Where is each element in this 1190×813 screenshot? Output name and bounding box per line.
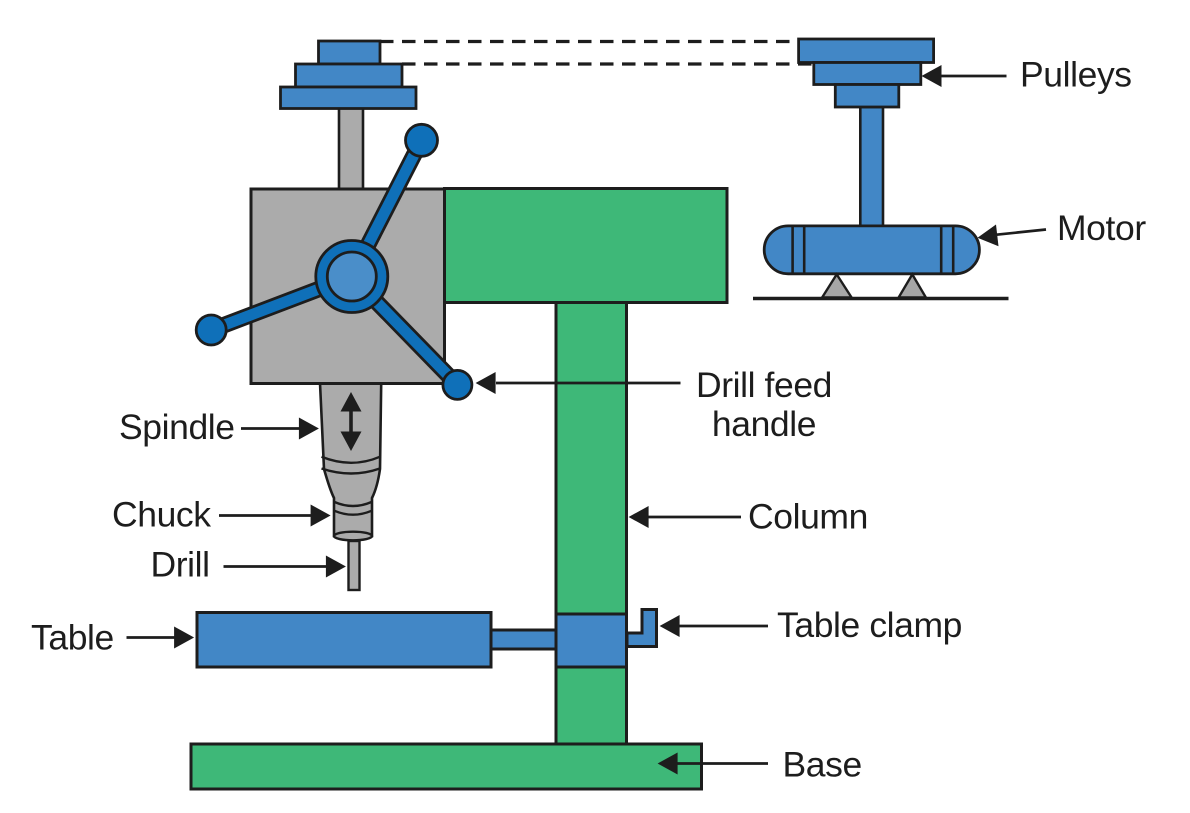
svg-text:Spindle: Spindle: [119, 407, 235, 447]
svg-text:Base: Base: [783, 745, 862, 785]
svg-text:Table clamp: Table clamp: [777, 605, 962, 645]
svg-text:Table: Table: [31, 618, 114, 658]
svg-text:handle: handle: [712, 404, 816, 444]
svg-text:Column: Column: [748, 497, 868, 537]
svg-text:Chuck: Chuck: [112, 495, 211, 535]
svg-text:Drill feed: Drill feed: [696, 365, 832, 405]
svg-text:Drill: Drill: [151, 545, 210, 585]
svg-text:Motor: Motor: [1057, 208, 1146, 248]
svg-text:Pulleys: Pulleys: [1020, 55, 1132, 95]
